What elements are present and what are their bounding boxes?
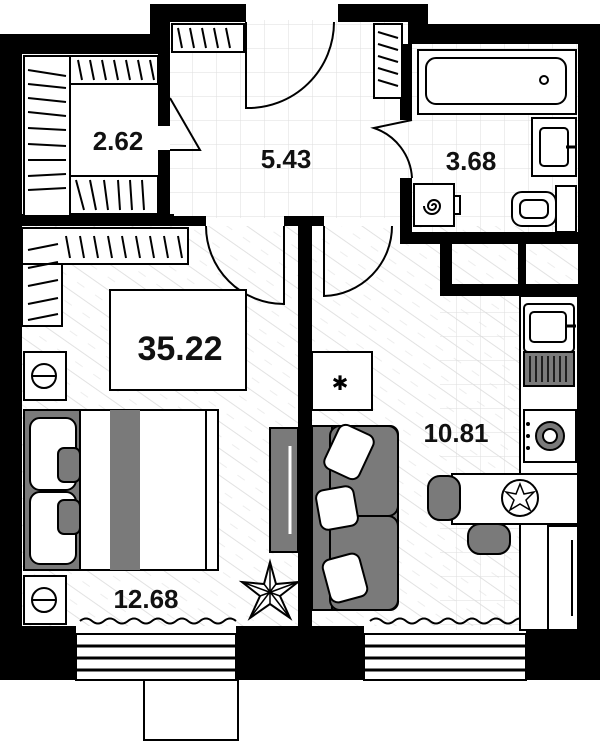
windows [75,617,527,741]
wall-shaft-left [440,244,452,296]
wall-bottom-left [0,626,76,680]
bedroom-closet [21,227,189,327]
area-label-wardrobe: 2.62 [93,126,144,156]
area-label-bedroom: 12.68 [113,584,178,614]
fridge [547,525,579,631]
wall-top-hall-left [150,4,246,22]
area-labels: 2.62 5.43 3.68 35.22 12.68 10.81 [93,126,497,614]
radiator-bedroom [79,617,237,625]
double-bed [23,409,219,571]
bedroom-door [205,225,285,306]
wall-bath-left-b [400,178,412,244]
cushion [321,552,369,604]
wall-top-left [0,34,170,54]
star-plant-icon [238,558,302,621]
entrance-door [245,21,335,110]
wardrobe-door [169,97,202,151]
dining-chair [467,523,511,555]
wall-top-hall-right [338,4,428,22]
wall-bedroom-living [298,216,312,630]
blanket [79,409,219,571]
nightstand-bottom [23,575,67,625]
window-living [363,633,527,681]
hall-shelves [171,23,403,99]
dining-chair [427,475,461,521]
spiral-icon [423,199,442,215]
doors [169,21,413,306]
wall-bottom-right [526,626,600,680]
dining-set [427,473,579,555]
window-bedroom [75,633,237,681]
cushion [323,423,375,481]
area-label-hall: 5.43 [261,144,312,174]
sofa [311,423,399,611]
tv-stand [269,427,299,553]
cushion [315,485,359,531]
wall-wardrobe-right-a [158,54,170,126]
wall-right [578,24,600,634]
bedroom-furniture [21,227,302,625]
toilet [511,185,577,233]
air-conditioner: ✱ [311,351,373,411]
kitchen-counter [519,295,579,631]
asterisk-icon: ✱ [332,371,349,395]
balcony [143,679,239,741]
radiator-living [369,617,527,625]
wall-wardrobe-right-b [158,150,170,218]
bathroom-fixtures [413,49,577,233]
wall-bottom-mid [236,626,364,680]
wall-bath-bottom [400,232,578,244]
area-label-living-kitchen: 10.81 [423,418,488,448]
area-label-total: 35.22 [137,330,222,368]
washing-machine [413,183,461,227]
wall-shaft-divider [518,244,526,296]
wall-hall-bottom-a [170,216,206,226]
wall-left [0,34,22,634]
cooktop [523,409,577,463]
total-area-box [109,289,247,391]
living-furniture: ✱ [269,295,579,631]
wardrobe-room [23,55,159,217]
hall-shoe-shelf [171,23,245,53]
living-door [323,225,393,298]
wall-shaft-bottom [440,284,578,296]
nightstand-top [23,351,67,401]
wall-top-right [408,24,600,44]
bathroom-door [370,119,413,179]
area-label-bathroom: 3.68 [446,146,497,176]
